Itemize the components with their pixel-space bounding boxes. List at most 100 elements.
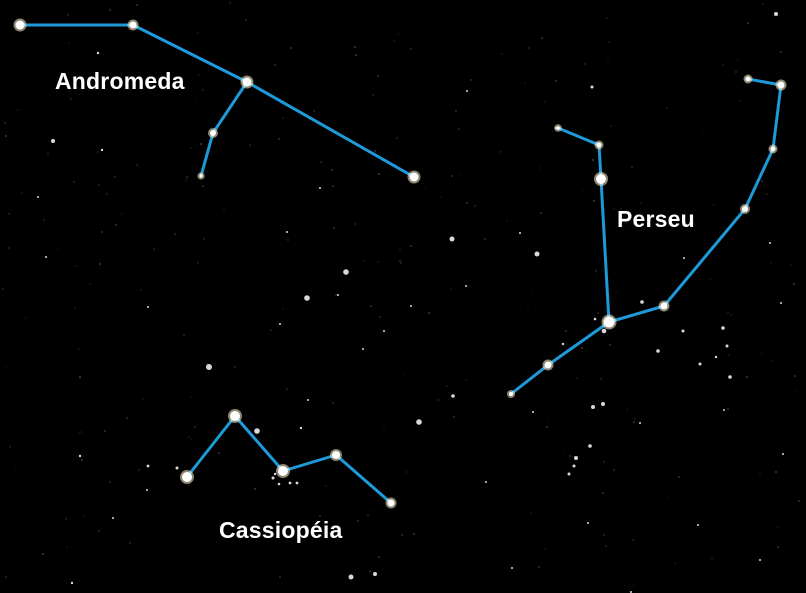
background-dust-speck — [186, 176, 188, 178]
background-dust-speck — [555, 80, 557, 82]
background-dust-speck — [453, 416, 455, 418]
background-dust — [2, 2, 803, 586]
background-star-9 — [337, 294, 339, 296]
background-star-49 — [697, 524, 699, 526]
background-star-41 — [532, 411, 534, 413]
cassiopeia-label: Cassiopéia — [219, 517, 342, 543]
background-dust-speck — [642, 81, 644, 83]
background-dust-speck — [73, 209, 75, 211]
background-dust-speck — [798, 500, 800, 502]
background-dust-speck — [569, 455, 571, 457]
andromeda-star-6 — [409, 172, 419, 182]
background-dust-speck — [470, 79, 472, 81]
background-star-21 — [299, 426, 303, 430]
background-dust-speck — [229, 2, 231, 4]
background-dust-speck — [440, 196, 442, 198]
background-dust-speck — [190, 147, 192, 149]
background-dust-speck — [790, 264, 792, 266]
background-dust-speck — [581, 347, 583, 349]
background-dust-speck — [57, 248, 59, 250]
background-dust-speck — [287, 239, 289, 241]
background-dust-speck — [369, 570, 371, 572]
background-dust-speck — [535, 416, 537, 418]
background-dust-speck — [490, 228, 492, 230]
background-dust-speck — [606, 17, 608, 19]
background-dust-speck — [25, 317, 27, 319]
background-dust-speck — [446, 385, 448, 387]
background-dust-speck — [106, 193, 108, 195]
background-dust-speck — [610, 125, 612, 127]
background-dust-speck — [667, 497, 669, 499]
background-dust-speck — [761, 180, 763, 182]
background-dust-speck — [544, 548, 546, 550]
background-dust-speck — [290, 47, 292, 49]
andromeda-star-3 — [242, 77, 252, 87]
background-dust-speck — [544, 101, 546, 103]
background-dust-speck — [109, 9, 111, 11]
background-dust-speck — [782, 106, 784, 108]
background-dust-speck — [83, 515, 85, 517]
background-dust-speck — [458, 173, 460, 175]
cassiopeia-connector — [185, 414, 393, 505]
background-dust-speck — [9, 446, 11, 448]
background-star-14 — [254, 428, 260, 434]
background-dust-speck — [191, 438, 193, 440]
background-star-17 — [78, 454, 82, 458]
background-star-15 — [175, 466, 179, 470]
cassiopeia-star-3 — [278, 466, 288, 476]
background-dust-speck — [14, 467, 16, 469]
background-dust-speck — [8, 213, 10, 215]
background-dust-speck — [202, 89, 204, 91]
background-dust-speck — [270, 329, 272, 331]
background-star-2 — [51, 139, 55, 143]
andromeda-stars — [13, 18, 421, 184]
background-star-4 — [100, 148, 104, 152]
background-dust-speck — [666, 101, 668, 103]
background-star-61 — [37, 196, 39, 198]
background-dust-speck — [766, 193, 768, 195]
background-dust-speck — [23, 127, 25, 129]
background-star-47 — [780, 302, 782, 304]
background-dust-speck — [500, 151, 502, 153]
perseu-star-9 — [745, 76, 751, 82]
perseu-star-8 — [777, 81, 785, 89]
background-dust-speck — [92, 195, 94, 197]
background-star-50 — [587, 522, 589, 524]
background-dust-speck — [762, 3, 764, 5]
background-dust-speck — [775, 471, 777, 473]
background-dust-speck — [5, 135, 7, 137]
background-dust-speck — [394, 331, 396, 333]
background-star-28 — [567, 472, 571, 476]
background-dust-speck — [198, 74, 200, 76]
background-dust-speck — [67, 14, 69, 16]
background-dust-speck — [111, 99, 113, 101]
background-dust-speck — [274, 64, 276, 66]
background-star-1 — [774, 12, 778, 16]
background-dust-speck — [770, 262, 772, 264]
background-dust-speck — [142, 398, 144, 400]
background-dust-speck — [410, 245, 412, 247]
background-dust-speck — [354, 46, 356, 48]
background-star-30 — [698, 362, 702, 366]
background-dust-speck — [450, 288, 452, 290]
background-dust-speck — [234, 366, 236, 368]
cassiopeia-constellation: Cassiopéia — [180, 409, 397, 543]
background-star-27 — [572, 464, 576, 468]
background-dust-speck — [793, 283, 795, 285]
background-dust-speck — [190, 396, 192, 398]
background-dust-speck — [400, 262, 402, 264]
background-dust-speck — [47, 153, 49, 155]
background-dust-speck — [335, 294, 337, 296]
background-dust-speck — [771, 360, 773, 362]
background-dust-speck — [206, 363, 208, 365]
background-dust-speck — [565, 330, 567, 332]
background-dust-speck — [794, 389, 796, 391]
background-star-16 — [146, 464, 150, 468]
background-star-10 — [383, 330, 385, 332]
background-dust-speck — [138, 469, 140, 471]
background-dust-speck — [396, 137, 398, 139]
background-dust-speck — [282, 308, 284, 310]
background-dust-speck — [174, 233, 176, 235]
background-dust-speck — [104, 430, 106, 432]
